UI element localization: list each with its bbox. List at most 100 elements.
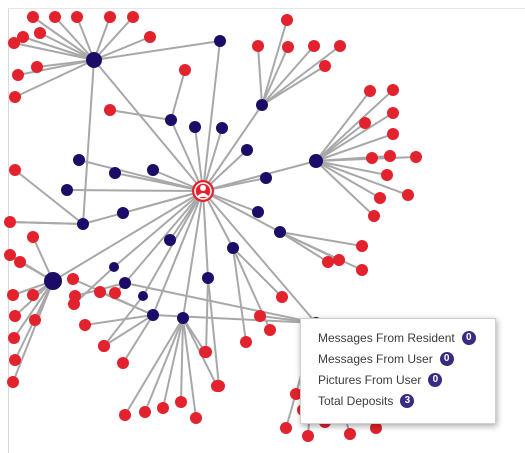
leaf-node[interactable] — [27, 289, 39, 301]
resident-node[interactable] — [73, 154, 85, 166]
leaf-node[interactable] — [252, 40, 264, 52]
leaf-node[interactable] — [4, 249, 16, 261]
leaf-node[interactable] — [281, 14, 293, 26]
leaf-node[interactable] — [7, 289, 19, 301]
resident-node[interactable] — [164, 234, 176, 246]
resident-node[interactable] — [260, 172, 272, 184]
leaf-node[interactable] — [104, 104, 116, 116]
leaf-node[interactable] — [359, 117, 371, 129]
resident-node[interactable] — [77, 218, 89, 230]
leaf-node[interactable] — [68, 298, 80, 310]
leaf-node[interactable] — [94, 286, 106, 298]
leaf-node[interactable] — [276, 291, 288, 303]
resident-node[interactable] — [274, 226, 286, 238]
resident-node[interactable] — [216, 122, 228, 134]
leaf-node[interactable] — [71, 11, 83, 23]
leaf-node[interactable] — [27, 231, 39, 243]
resident-node[interactable] — [147, 309, 159, 321]
leaf-node[interactable] — [175, 396, 187, 408]
leaf-node[interactable] — [109, 287, 121, 299]
leaf-node[interactable] — [290, 388, 302, 400]
resident-node[interactable] — [61, 184, 73, 196]
resident-node[interactable] — [109, 167, 121, 179]
leaf-node[interactable] — [79, 319, 91, 331]
resident-node[interactable] — [165, 114, 177, 126]
resident-node[interactable] — [189, 121, 201, 133]
resident-node[interactable] — [119, 277, 131, 289]
leaf-node[interactable] — [410, 151, 422, 163]
resident-node[interactable] — [241, 144, 253, 156]
leaf-node[interactable] — [344, 428, 356, 440]
leaf-node[interactable] — [384, 150, 396, 162]
leaf-node[interactable] — [104, 11, 116, 23]
leaf-node[interactable] — [127, 11, 139, 23]
resident-node[interactable] — [86, 52, 102, 68]
leaf-node[interactable] — [98, 340, 110, 352]
leaf-node[interactable] — [29, 314, 41, 326]
leaf-node[interactable] — [7, 376, 19, 388]
leaf-node[interactable] — [157, 402, 169, 414]
leaf-node[interactable] — [264, 324, 276, 336]
leaf-node[interactable] — [49, 11, 61, 23]
leaf-node[interactable] — [333, 254, 345, 266]
leaf-node[interactable] — [27, 11, 39, 23]
leaf-node[interactable] — [9, 310, 21, 322]
leaf-node[interactable] — [387, 84, 399, 96]
resident-node[interactable] — [309, 154, 323, 168]
leaf-node[interactable] — [334, 40, 346, 52]
resident-node[interactable] — [109, 262, 119, 272]
leaf-node[interactable] — [387, 128, 399, 140]
leaf-node[interactable] — [356, 264, 368, 276]
leaf-node[interactable] — [254, 310, 266, 322]
leaf-node[interactable] — [240, 336, 252, 348]
leaf-node[interactable] — [4, 216, 16, 228]
count-badge: 0 — [428, 372, 443, 387]
leaf-node[interactable] — [8, 37, 20, 49]
resident-node[interactable] — [256, 99, 268, 111]
graph-edge — [36, 59, 95, 68]
leaf-node[interactable] — [31, 61, 43, 73]
leaf-node[interactable] — [308, 40, 320, 52]
leaf-node[interactable] — [117, 357, 129, 369]
leaf-node[interactable] — [356, 240, 368, 252]
leaf-node[interactable] — [9, 91, 21, 103]
resident-node[interactable] — [177, 312, 189, 324]
leaf-node[interactable] — [14, 256, 26, 268]
leaf-node[interactable] — [368, 210, 380, 222]
leaf-node[interactable] — [12, 69, 24, 81]
leaf-node[interactable] — [9, 354, 21, 366]
leaf-node[interactable] — [322, 256, 334, 268]
resident-node[interactable] — [147, 164, 159, 176]
leaf-node[interactable] — [119, 409, 131, 421]
leaf-node[interactable] — [319, 60, 331, 72]
resident-node[interactable] — [252, 206, 264, 218]
resident-node[interactable] — [117, 207, 129, 219]
leaf-node[interactable] — [280, 422, 292, 434]
leaf-node[interactable] — [387, 107, 399, 119]
resident-node[interactable] — [227, 242, 239, 254]
leaf-node[interactable] — [179, 64, 191, 76]
leaf-node[interactable] — [370, 422, 382, 434]
leaf-node[interactable] — [364, 85, 376, 97]
resident-node[interactable] — [138, 291, 148, 301]
leaf-node[interactable] — [381, 169, 393, 181]
leaf-node[interactable] — [8, 332, 20, 344]
leaf-node[interactable] — [374, 192, 386, 204]
resident-node[interactable] — [214, 35, 226, 47]
leaf-node[interactable] — [213, 380, 225, 392]
resident-node[interactable] — [44, 272, 62, 290]
leaf-node[interactable] — [34, 27, 46, 39]
resident-node[interactable] — [202, 272, 214, 284]
leaf-node[interactable] — [200, 346, 212, 358]
leaf-node[interactable] — [17, 31, 29, 43]
leaf-node[interactable] — [366, 152, 378, 164]
leaf-node[interactable] — [402, 189, 414, 201]
leaf-node[interactable] — [67, 273, 79, 285]
leaf-node[interactable] — [282, 41, 294, 53]
leaf-node[interactable] — [302, 430, 314, 442]
leaf-node[interactable] — [9, 164, 21, 176]
leaf-node[interactable] — [139, 406, 151, 418]
leaf-node[interactable] — [190, 412, 202, 424]
leaf-node[interactable] — [144, 31, 156, 43]
